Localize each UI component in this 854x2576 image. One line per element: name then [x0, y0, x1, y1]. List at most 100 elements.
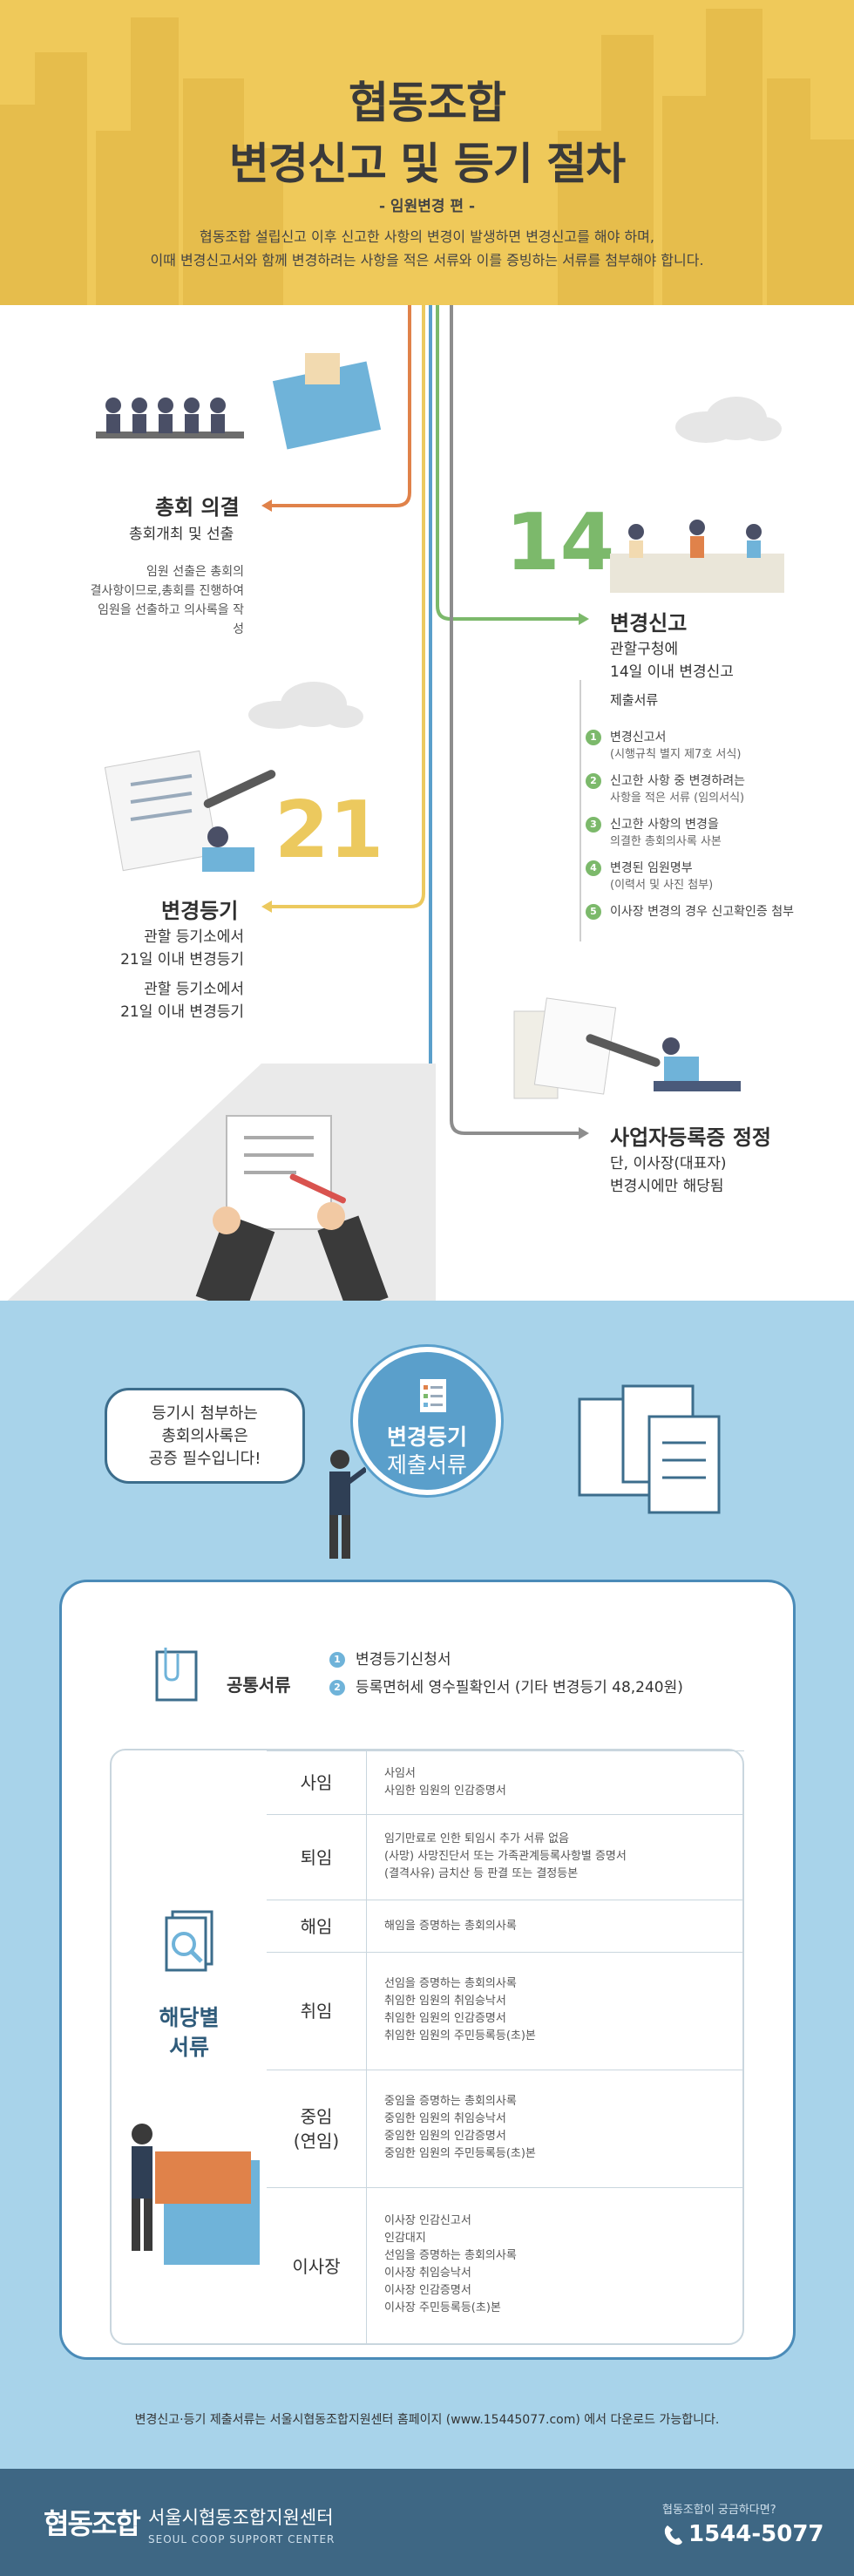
registration-sub-line3: 관할 등기소에서 — [144, 981, 244, 998]
number-badge: 1 — [329, 1652, 345, 1668]
registration-sub-line4: 21일 이내 변경등기 — [120, 1003, 244, 1021]
row-docs: 임기만료로 인한 퇴임시 추가 서류 없음 (사망) 사망진단서 또는 가족관계… — [384, 1831, 627, 1883]
meeting-illustration — [96, 353, 382, 450]
doc-subtext: (시행규칙 별지 제7호 서식) — [610, 748, 742, 761]
row-docs: 중임을 증명하는 총회의사록 중임한 임원의 취임승낙서 중임한 임원의 인감증… — [384, 2093, 536, 2163]
row-label: 중임 (연임) — [267, 2070, 367, 2187]
meeting-desc-line2: 결사항이므로,총회를 진행하여 — [90, 584, 244, 598]
signing-document-illustration — [0, 1064, 436, 1308]
badge-line1: 변경등기 — [386, 1424, 467, 1450]
doc-subtext: (이력서 및 사진 첨부) — [610, 879, 714, 892]
number-badge: 5 — [586, 904, 601, 920]
checklist-icon — [420, 1379, 446, 1412]
row-doc-line: 사임한 임원의 인감증명서 — [384, 1784, 506, 1798]
doc-text: 신고한 사항의 변경을 — [610, 818, 719, 832]
step-meeting-desc: 임원 선출은 총회의 결사항이므로,총회를 진행하여 임원을 선출하고 의사록을… — [87, 562, 244, 639]
intro-line1: 협동조합 설립신고 이후 신고한 사항의 변경이 발생하면 변경신고를 해야 하… — [200, 228, 654, 245]
filing-cabinet-person-illustration — [132, 2124, 260, 2265]
row-doc-line: 이사장 주민등록등(초)본 — [384, 2301, 501, 2314]
footer: 협동조합 서울시협동조합지원센터 SEOUL COOP SUPPORT CENT… — [0, 2469, 854, 2576]
header: 협동조합 변경신고 및 등기 절차 - 임원변경 편 - 협동조합 설립신고 이… — [0, 0, 854, 305]
row-docs: 선임을 증명하는 총회의사록 취임한 임원의 취임승낙서 취임한 임원의 인감증… — [384, 1975, 536, 2045]
number-badge: 2 — [329, 1680, 345, 1696]
business-sub-line1: 단, 이사장(대표자) — [610, 1155, 727, 1172]
stacked-documents-icon — [578, 1384, 721, 1514]
center-name: 서울시협동조합지원센터 — [148, 2507, 334, 2528]
row-doc-line: 중임한 임원의 주민등록등(초)본 — [384, 2147, 536, 2160]
step-change-report-title: 변경신고 — [610, 611, 688, 636]
row-label: 이사장 — [267, 2188, 367, 2344]
step-registration-sub: 관할 등기소에서 21일 이내 변경등기 관할 등기소에서 21일 이내 변경등… — [113, 926, 244, 1023]
badge-line2: 제출서류 — [386, 1452, 467, 1478]
list-item: 1 변경등기신청서 — [329, 1646, 683, 1674]
row-doc-line: 중임한 임원의 인감증명서 — [384, 2130, 506, 2143]
common-docs-list: 1 변경등기신청서 2 등록면허세 영수필확인서 (기타 변경등기 48,240… — [329, 1646, 683, 1702]
change-report-sub-line1: 관할구청에 — [610, 641, 679, 658]
row-label: 사임 — [267, 1751, 367, 1814]
row-doc-line: 선임을 증명하는 총회의사록 — [384, 1977, 517, 1990]
common-doc-text: 등록면허세 영수필확인서 (기타 변경등기 48,240원) — [356, 1679, 683, 1696]
page-title-line2: 변경신고 및 등기 절차 — [228, 139, 626, 189]
cloud-icon — [248, 682, 363, 729]
common-doc-text: 변경등기신청서 — [356, 1651, 451, 1669]
row-doc-line: 사임서 — [384, 1767, 416, 1780]
clip-document-icon — [155, 1648, 198, 1702]
row-doc-line: 중임한 임원의 취임승낙서 — [384, 2112, 506, 2125]
page-title-line1: 협동조합 — [349, 78, 506, 128]
table-row: 취임 선임을 증명하는 총회의사록 취임한 임원의 취임승낙서 취임한 임원의 … — [267, 1952, 744, 2070]
step-meeting-sub: 총회개최 및 선출 — [129, 526, 234, 543]
row-doc-line: 중임을 증명하는 총회의사록 — [384, 2095, 517, 2108]
presenter-person-illustration — [329, 1450, 366, 1559]
registration-docs-badge: 변경등기 제출서류 — [353, 1347, 501, 1495]
download-footnote: 변경신고·등기 제출서류는 서울시협동조합지원센터 홈페이지 (www.1544… — [134, 2413, 720, 2427]
row-doc-line: 이사장 인감신고서 — [384, 2214, 471, 2227]
cloud-icon — [675, 397, 782, 443]
list-item: 2 등록면허세 영수필확인서 (기타 변경등기 48,240원) — [329, 1674, 683, 1702]
number-badge: 3 — [586, 817, 601, 833]
person-reading-illustration — [513, 997, 741, 1099]
row-doc-line: 선임을 증명하는 총회의사록 — [384, 2249, 517, 2262]
docs-label: 제출서류 — [610, 692, 659, 708]
specific-title-line1: 해당별 — [159, 2005, 220, 2030]
table-row: 해임 해임을 증명하는 총회의사록 — [267, 1900, 744, 1952]
meeting-desc-line1: 임원 선출은 총회의 — [146, 565, 244, 579]
step-business-title: 사업자등록증 정정 — [610, 1125, 771, 1150]
city-skyline-illustration — [0, 9, 854, 305]
days-14-number: 14 — [505, 497, 615, 588]
list-item: 5 이사장 변경의 경우 신고확인증 첨부 — [586, 903, 794, 921]
doc-text: 변경된 임원명부 — [610, 861, 693, 875]
row-doc-line: 이사장 취임승낙서 — [384, 2267, 471, 2280]
doc-subtext: 의결한 총회의사록 사본 — [610, 835, 722, 848]
step-meeting-title: 총회 의결 — [155, 495, 240, 520]
office-counter-illustration — [610, 520, 784, 593]
row-doc-line: 이사장 인감증명서 — [384, 2284, 471, 2297]
common-docs-title: 공통서류 — [227, 1675, 291, 1696]
intro-line2: 이때 변경신고서와 함께 변경하려는 사항을 적은 서류와 이를 증빙하는 서류… — [150, 252, 704, 268]
speech-line1: 등기시 첨부하는 — [152, 1404, 258, 1423]
row-label: 퇴임 — [267, 1815, 367, 1900]
row-docs: 해임을 증명하는 총회의사록 — [384, 1918, 517, 1935]
doc-text: 이사장 변경의 경우 신고확인증 첨부 — [610, 905, 794, 919]
table-row: 사임 사임서 사임한 임원의 인감증명서 — [267, 1750, 744, 1814]
doc-subtext: 사항을 적은 서류 (임의서식) — [610, 792, 745, 805]
documents-pen-illustration — [105, 750, 276, 872]
row-doc-line: (사망) 사망진단서 또는 가족관계등록사항별 증명서 — [384, 1850, 627, 1863]
row-doc-line: 해임을 증명하는 총회의사록 — [384, 1920, 517, 1933]
number-badge: 2 — [586, 773, 601, 789]
page-subtitle: - 임원변경 편 - — [378, 198, 476, 215]
row-label: 해임 — [267, 1900, 367, 1952]
row-doc-line: 취임한 임원의 인감증명서 — [384, 2012, 506, 2025]
document-search-icon — [165, 1910, 214, 1972]
list-item: 4 변경된 임원명부 (이력서 및 사진 첨부) — [586, 860, 794, 894]
speech-line2: 총회의사록은 — [161, 1427, 248, 1445]
speech-bubble: 등기시 첨부하는 총회의사록은 공증 필수입니다! — [105, 1388, 305, 1484]
change-report-sub-line2: 14일 이내 변경신고 — [610, 663, 734, 681]
registration-sub-line2: 21일 이내 변경등기 — [120, 951, 244, 969]
row-doc-line: 임기만료로 인한 퇴임시 추가 서류 없음 — [384, 1832, 570, 1845]
row-docs: 이사장 인감신고서 인감대지 선임을 증명하는 총회의사록 이사장 취임승낙서 … — [384, 2212, 517, 2317]
row-docs: 사임서 사임한 임원의 인감증명서 — [384, 1765, 506, 1800]
days-21-number: 21 — [274, 785, 384, 876]
contact-phone[interactable]: 1544-5077 — [688, 2521, 824, 2547]
specific-docs-title: 해당별 서류 — [112, 2003, 267, 2063]
doc-text: 신고한 사항 중 변경하려는 — [610, 774, 746, 788]
